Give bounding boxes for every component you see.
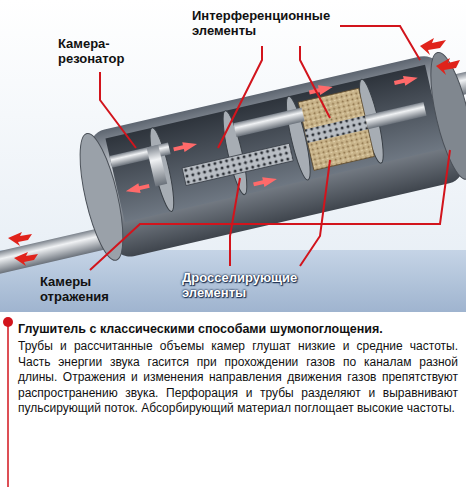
part-label: Камеры отражения [40, 274, 140, 304]
leader-lines [90, 26, 450, 270]
part-label: Интерференционные элементы [192, 8, 342, 38]
caption-marker [3, 317, 13, 487]
muffler-body [0, 33, 466, 301]
part-label: Дросселирующие элементы [182, 270, 332, 300]
caption-title: Глушитель с классическими способами шумо… [18, 322, 458, 337]
background [0, 0, 466, 312]
caption-text: Трубы и рассчитанные объемы камер глушат… [18, 339, 458, 417]
part-label: Камера-резонатор [58, 36, 150, 66]
flow-arrows [8, 38, 460, 266]
